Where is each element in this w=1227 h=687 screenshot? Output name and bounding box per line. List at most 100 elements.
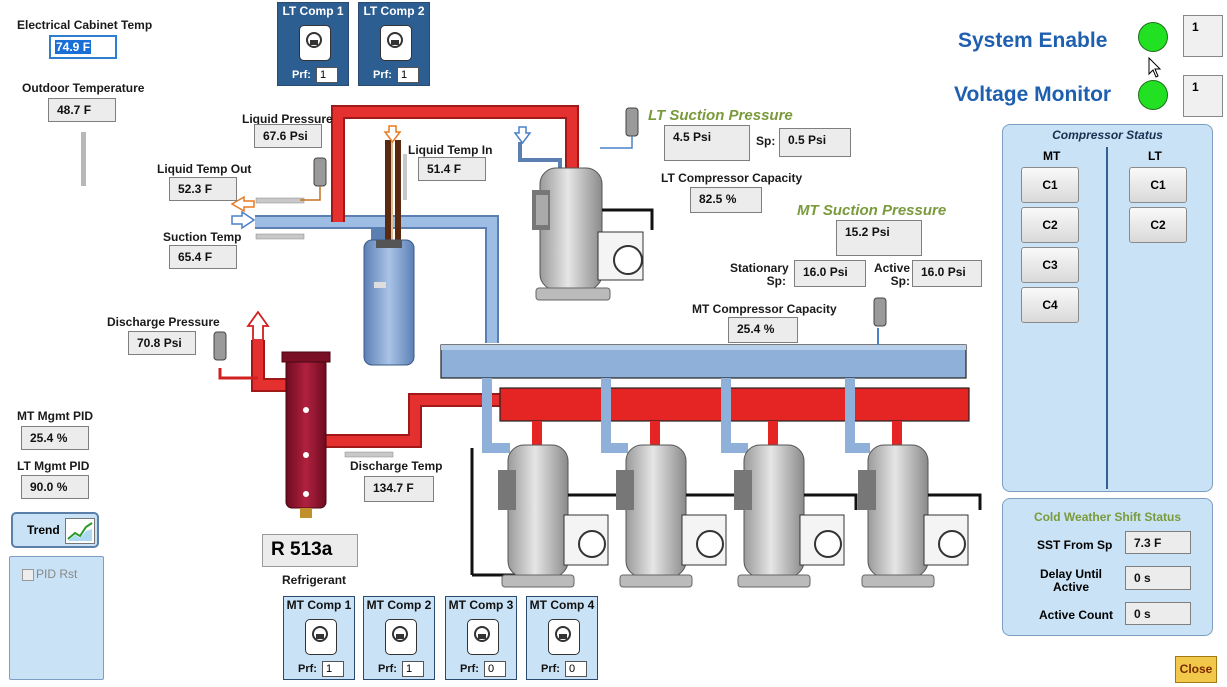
lt-suction-title: LT Suction Pressure	[648, 107, 793, 124]
blue-arrow-right	[231, 210, 256, 230]
mt-comp-1-title: MT Comp 1	[286, 598, 352, 612]
cabinet-temp-label: Electrical Cabinet Temp	[17, 18, 153, 32]
mt-suction-value: 15.2 Psi	[836, 220, 922, 256]
compressor-icon	[385, 619, 417, 655]
liquid-pressure-label: Liquid Pressure	[242, 112, 333, 126]
lt-compressor-graphic	[532, 167, 654, 301]
mt-comp-4-title: MT Comp 4	[529, 598, 595, 612]
mt-capacity-label: MT Compressor Capacity	[692, 302, 837, 316]
cabinet-temp-value[interactable]: 74.9 F	[49, 35, 117, 59]
lt-mgmt-pid-label: LT Mgmt PID	[17, 459, 90, 473]
lt-column-header: LT	[1148, 149, 1162, 163]
voltage-monitor-indicator	[1138, 80, 1168, 110]
refrigerant-label: Refrigerant	[282, 573, 347, 587]
mt-c3-button[interactable]: C3	[1021, 247, 1079, 283]
stationary-sp-label: Stationary Sp:	[730, 261, 789, 288]
voltage-monitor-value[interactable]: 1	[1183, 75, 1223, 117]
mt-mgmt-pid-value: 25.4 %	[21, 426, 89, 450]
mt-comp-2-title: MT Comp 2	[366, 598, 432, 612]
blue-arrow-down	[513, 126, 532, 145]
lt-suction-value: 4.5 Psi	[664, 125, 750, 161]
mt-comp-3-prf[interactable]: 0	[484, 661, 506, 677]
sst-from-sp-value: 7.3 F	[1125, 531, 1191, 554]
mt-mgmt-pid-label: MT Mgmt PID	[17, 409, 93, 423]
mt-c2-button[interactable]: C2	[1021, 207, 1079, 243]
delay-until-active-label: Delay Until Active	[1039, 567, 1102, 594]
compressor-status-title: Compressor Status	[1052, 128, 1163, 142]
pressure-transducers	[213, 107, 887, 361]
pid-rst-label: PID Rst	[36, 567, 78, 581]
prf-label: Prf:	[292, 69, 311, 81]
active-sp-value: 16.0 Psi	[912, 260, 982, 287]
cold-weather-title: Cold Weather Shift Status	[1033, 510, 1182, 524]
orange-arrow-left	[230, 195, 255, 213]
mt-comp-4-prf[interactable]: 0	[565, 661, 587, 677]
prf-label: Prf:	[373, 69, 392, 81]
discharge-temp-value: 134.7 F	[364, 476, 434, 502]
system-enable-value[interactable]: 1	[1183, 15, 1223, 57]
close-button[interactable]: Close	[1175, 656, 1217, 683]
liquid-pressure-value: 67.6 Psi	[254, 124, 322, 148]
discharge-pressure-value: 70.8 Psi	[128, 331, 196, 355]
mt-column-header: MT	[1043, 149, 1061, 163]
lt-c2-button[interactable]: C2	[1129, 207, 1187, 243]
suction-temp-label: Suction Temp	[163, 230, 242, 244]
voltage-monitor-label: Voltage Monitor	[954, 83, 1112, 106]
mt-comp-2-tile[interactable]: MT Comp 2 Prf: 1	[363, 596, 435, 680]
mt-comp-1-prf[interactable]: 1	[322, 661, 344, 677]
mt-comp-3-title: MT Comp 3	[448, 598, 514, 612]
outdoor-temp-value: 48.7 F	[48, 98, 116, 122]
prf-label: Prf:	[378, 663, 397, 675]
prf-label: Prf:	[460, 663, 479, 675]
status-divider	[1106, 147, 1108, 489]
trend-button[interactable]: Trend	[11, 512, 99, 548]
compressor-icon	[305, 619, 337, 655]
compressor-icon	[299, 25, 331, 61]
lt-suction-sp-value: 0.5 Psi	[779, 128, 851, 157]
lt-suction-sp-label: Sp:	[756, 134, 776, 148]
lt-comp-2-tile[interactable]: LT Comp 2 Prf: 1	[358, 2, 430, 86]
liquid-temp-in-label: Liquid Temp In	[408, 143, 493, 157]
system-enable-indicator	[1138, 22, 1168, 52]
trend-chart-icon	[65, 518, 95, 544]
mt-comp-2-prf[interactable]: 1	[402, 661, 424, 677]
stationary-sp-value: 16.0 Psi	[794, 260, 866, 287]
mt-c1-button[interactable]: C1	[1021, 167, 1079, 203]
mt-c4-button[interactable]: C4	[1021, 287, 1079, 323]
mt-suction-title: MT Suction Pressure	[797, 202, 947, 219]
discharge-temp-label: Discharge Temp	[350, 459, 443, 473]
lt-comp-1-tile[interactable]: LT Comp 1 Prf: 1	[277, 2, 349, 86]
liquid-temp-in-value: 51.4 F	[418, 157, 486, 181]
delay-until-active-value: 0 s	[1125, 566, 1191, 590]
compressor-status-panel: Compressor Status MT LT C1 C2 C3 C4 C1 C…	[1002, 124, 1213, 492]
lt-comp-2-title: LT Comp 2	[363, 4, 425, 18]
prf-label: Prf:	[298, 663, 317, 675]
liquid-temp-out-label: Liquid Temp Out	[157, 162, 252, 176]
discharge-pressure-label: Discharge Pressure	[107, 315, 220, 329]
red-arrow-up	[246, 310, 270, 341]
lt-comp-2-prf[interactable]: 1	[397, 67, 419, 83]
compressor-icon	[467, 619, 499, 655]
pid-reset-panel: PID Rst	[9, 556, 104, 680]
active-count-value: 0 s	[1125, 602, 1191, 625]
orange-arrow-down	[383, 125, 402, 144]
active-count-label: Active Count	[1039, 608, 1114, 622]
liquid-temp-out-value: 52.3 F	[169, 177, 237, 201]
mt-comp-3-tile[interactable]: MT Comp 3 Prf: 0	[445, 596, 517, 680]
compressor-icon	[380, 25, 412, 61]
mt-comp-4-tile[interactable]: MT Comp 4 Prf: 0	[526, 596, 598, 680]
suction-temp-value: 65.4 F	[169, 245, 237, 269]
mt-capacity-value: 25.4 %	[728, 317, 798, 343]
lt-comp-1-title: LT Comp 1	[282, 4, 344, 18]
pid-rst-checkbox[interactable]	[22, 569, 34, 581]
lt-capacity-value: 82.5 %	[690, 187, 762, 213]
trend-button-label: Trend	[27, 523, 60, 537]
active-sp-label: Active Sp:	[873, 261, 910, 288]
lt-comp-1-prf[interactable]: 1	[316, 67, 338, 83]
refrigerant-name: R 513a	[262, 534, 358, 567]
outdoor-temp-label: Outdoor Temperature	[22, 81, 145, 95]
prf-label: Prf:	[541, 663, 560, 675]
lt-c1-button[interactable]: C1	[1129, 167, 1187, 203]
mt-comp-1-tile[interactable]: MT Comp 1 Prf: 1	[283, 596, 355, 680]
